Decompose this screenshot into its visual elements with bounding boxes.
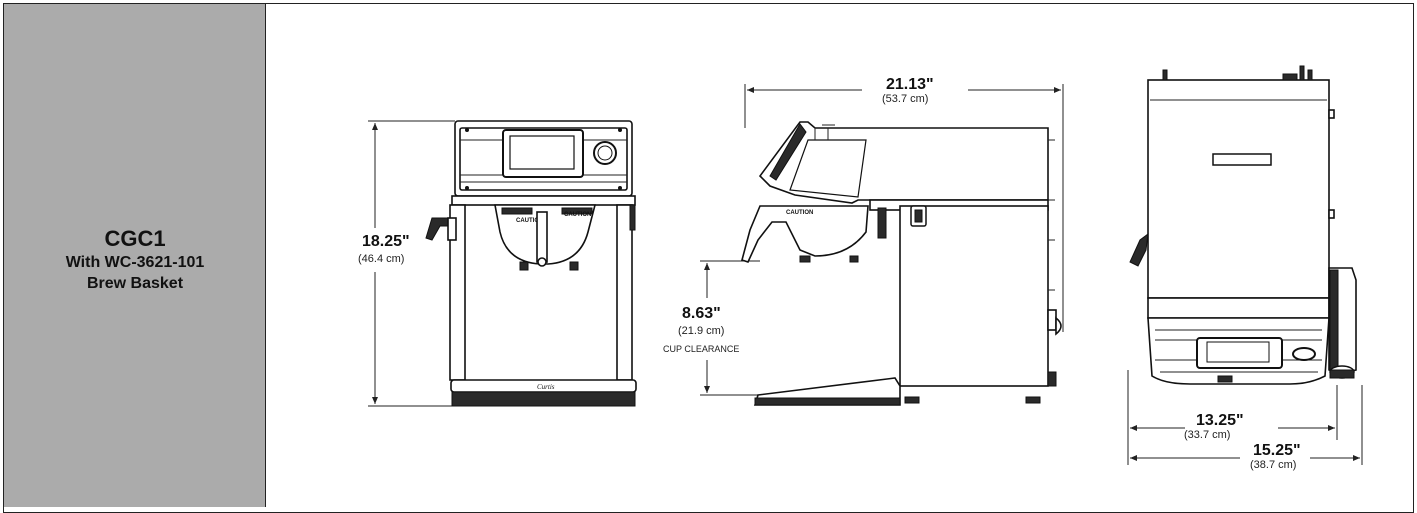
svg-text:Curtis: Curtis — [537, 383, 555, 391]
top-lid — [1147, 79, 1330, 299]
cup-clearance-dimension: 8.63" (21.9 cm) CUP CLEARANCE — [663, 260, 760, 396]
top-width1-cm: (33.7 cm) — [1184, 429, 1230, 441]
side-depth-in: 21.13" — [886, 76, 934, 93]
model-sidebar: CGC1 With WC-3621-101 Brew Basket — [4, 4, 266, 507]
cup-clearance-cm: (21.9 cm) — [678, 325, 724, 337]
side-depth-cm: (53.7 cm) — [882, 93, 928, 105]
side-brew-basket — [741, 205, 869, 263]
top-width2-in: 15.25" — [1253, 442, 1301, 459]
model-info: CGC1 With WC-3621-101 Brew Basket — [4, 226, 266, 294]
model-description-line2: Brew Basket — [86, 275, 184, 292]
top-width-dimensions: 13.25" (33.7 cm) 15.25" (38.7 cm) — [1127, 370, 1363, 471]
cup-clearance-in: 8.63" — [682, 305, 721, 322]
front-height-dimension: 18.25" (46.4 cm) — [358, 120, 455, 407]
front-view: 18.25" (46.4 cm) CAUTION CAUTION — [358, 120, 637, 407]
front-height-in: 18.25" — [362, 233, 410, 250]
svg-text:CAUTION: CAUTION — [516, 218, 543, 224]
model-description-line1: With WC-3621-101 — [65, 254, 205, 271]
top-faucet — [1129, 232, 1149, 267]
top-width1-in: 13.25" — [1196, 412, 1244, 429]
top-width2-cm: (38.7 cm) — [1250, 459, 1296, 471]
top-label-slot — [1212, 153, 1272, 166]
cup-clearance-label: CUP CLEARANCE — [663, 344, 739, 354]
model-name: CGC1 — [104, 226, 166, 251]
front-height-cm: (46.4 cm) — [358, 253, 404, 265]
side-caution-label: CAUTION — [786, 210, 813, 216]
top-view: 13.25" (33.7 cm) 15.25" (38.7 cm) — [1127, 65, 1363, 471]
side-depth-dimension: 21.13" (53.7 cm) — [744, 76, 1064, 332]
front-touchscreen — [509, 135, 575, 170]
side-view: 21.13" (53.7 cm) 8.63" (21.9 cm) CUP CLE… — [663, 76, 1064, 406]
side-body-panel — [899, 205, 1049, 387]
top-dial-icon — [1292, 347, 1316, 361]
front-faucet — [425, 217, 449, 241]
svg-text:CAUTION: CAUTION — [564, 212, 591, 218]
front-dial-icon — [593, 141, 617, 165]
